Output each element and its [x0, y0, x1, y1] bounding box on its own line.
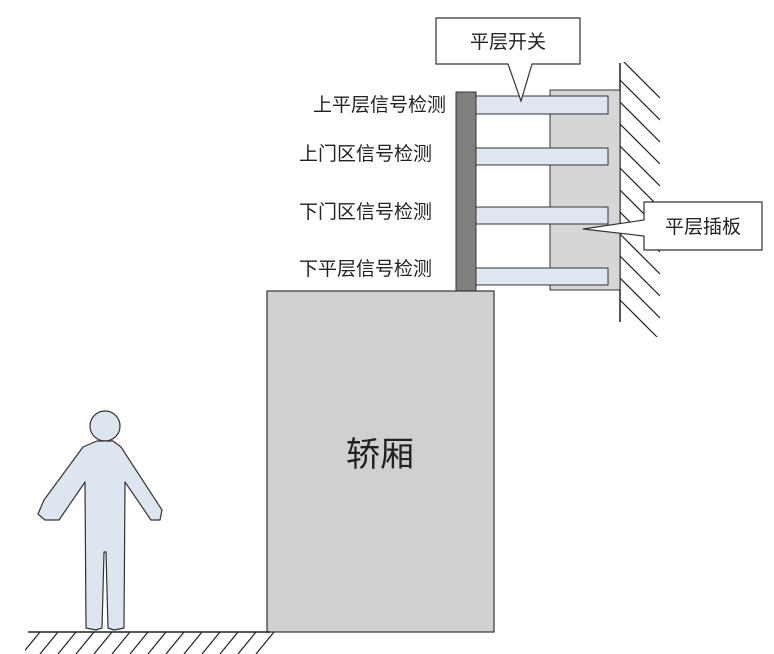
sensor-label-lower-door: 下门区信号检测 [299, 201, 432, 223]
callout-switch-label: 平层开关 [470, 31, 546, 53]
switch-arms [475, 95, 609, 286]
sensor-label-lower-level: 下平层信号检测 [299, 258, 432, 280]
switch-arm-upper-door [475, 147, 609, 166]
switch-arm-upper-level [475, 95, 609, 115]
callout-switch: 平层开关 [435, 17, 581, 103]
sensor-label-upper-door: 上门区信号检测 [299, 143, 432, 165]
ground-hatching [25, 631, 275, 654]
callout-plate: 平层插板 [582, 201, 763, 251]
mounting-bar [455, 91, 477, 293]
switch-arm-lower-level [475, 267, 609, 286]
switch-arm-lower-door [475, 206, 609, 225]
elevator-car [266, 290, 495, 633]
callout-plate-label: 平层插板 [665, 216, 741, 238]
sensor-label-upper-level: 上平层信号检测 [313, 94, 446, 116]
car-label: 轿厢 [346, 435, 414, 475]
leveling-plate [549, 89, 621, 291]
person-icon [37, 410, 163, 631]
wall-hatching [619, 62, 660, 337]
